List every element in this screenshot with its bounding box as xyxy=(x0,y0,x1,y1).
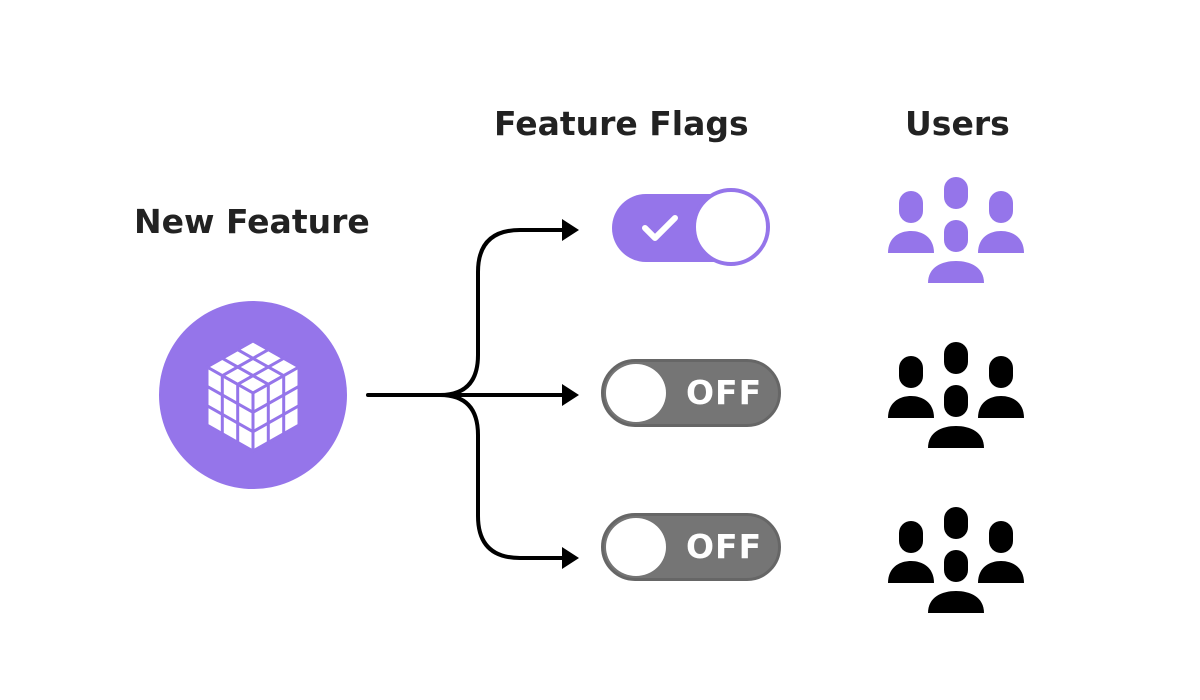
feature-flag-toggle-off[interactable]: OFF xyxy=(601,359,781,427)
feature-flag-toggle-on[interactable] xyxy=(612,188,770,266)
arrowhead-2 xyxy=(562,384,579,406)
arrowhead-1 xyxy=(562,219,579,241)
checkmark-icon xyxy=(642,215,678,241)
cube-grid-icon xyxy=(205,339,301,453)
user-group-icon xyxy=(888,342,1024,448)
toggle-knob xyxy=(606,518,666,576)
users-title: Users xyxy=(905,104,1010,143)
feature-flag-toggle-off[interactable]: OFF xyxy=(601,513,781,581)
new-feature-title: New Feature xyxy=(134,202,370,241)
toggle-knob xyxy=(606,364,666,422)
user-group-icon xyxy=(888,177,1024,283)
user-group-icon xyxy=(888,507,1024,613)
new-feature-node xyxy=(159,301,347,489)
toggle-knob xyxy=(692,188,770,266)
connector-branch-3 xyxy=(438,393,568,560)
arrowhead-3 xyxy=(562,547,579,569)
feature-flags-title: Feature Flags xyxy=(494,104,749,143)
connector-branch-1 xyxy=(438,228,568,397)
toggle-off-label: OFF xyxy=(686,373,763,412)
toggle-off-label: OFF xyxy=(686,527,763,566)
